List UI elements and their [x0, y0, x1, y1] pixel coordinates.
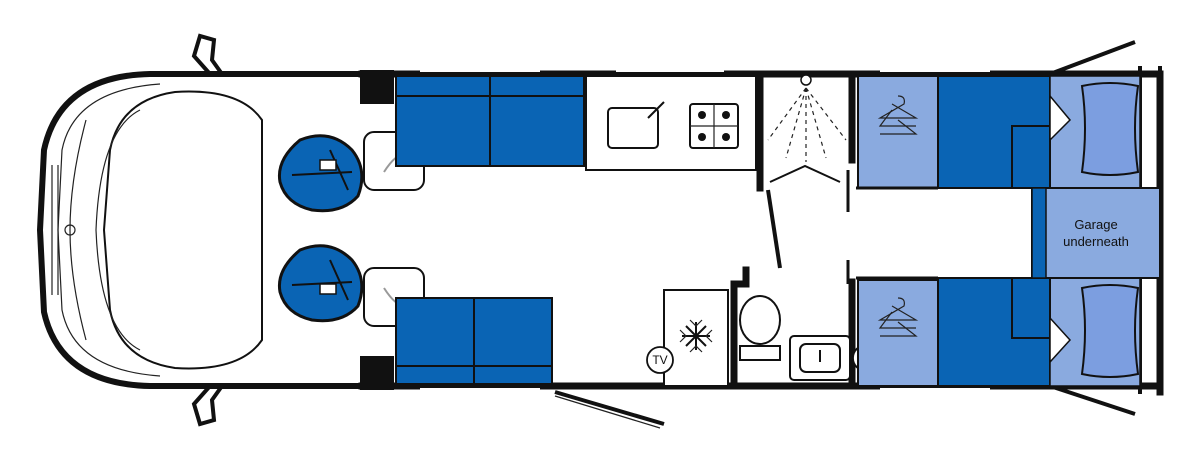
svg-text:TV: TV [652, 353, 667, 367]
windscreen-line [95, 109, 141, 351]
cab-inner-contour [57, 83, 161, 377]
cab-outline [36, 71, 390, 389]
mirror-left [191, 33, 224, 76]
tv-marker-front: TV [646, 346, 674, 374]
shower-room [756, 70, 856, 269]
wardrobe-front [857, 75, 939, 189]
mirror-right [191, 384, 224, 427]
bonnet-line [69, 119, 87, 341]
garage-label-line2: underneath [1063, 234, 1129, 249]
single-bed-rear [937, 277, 1141, 387]
cab-seat-driver [277, 134, 364, 213]
toilet-icon [739, 295, 781, 361]
coat-hanger-icon [877, 95, 919, 135]
dashboard [102, 90, 263, 370]
kitchen-unit [585, 75, 757, 171]
badge-icon [64, 224, 76, 236]
lounge-sofa-rear [395, 297, 553, 385]
single-bed-front [937, 75, 1141, 189]
grille [51, 165, 59, 295]
pillow [1080, 284, 1140, 378]
lounge-sofa-front [395, 75, 585, 167]
cab-seat-passenger [277, 244, 364, 323]
pillow [1080, 82, 1140, 176]
toilet-room [730, 170, 856, 390]
shower-icon [767, 74, 847, 162]
garage-label-line1: Garage [1074, 217, 1117, 232]
cab [36, 33, 390, 427]
fridge-unit [663, 289, 729, 387]
entrance-door [554, 390, 665, 426]
gas-hob-icon [689, 103, 739, 149]
washbasin-icon [789, 335, 851, 381]
sink-icon [607, 107, 659, 149]
tap-icon [647, 101, 665, 119]
washroom-door [766, 189, 782, 269]
coat-hanger-icon [877, 297, 919, 337]
wardrobe-rear [857, 279, 939, 387]
garage-area: Garage underneath [1031, 187, 1161, 279]
snowflake-icon [679, 319, 713, 353]
